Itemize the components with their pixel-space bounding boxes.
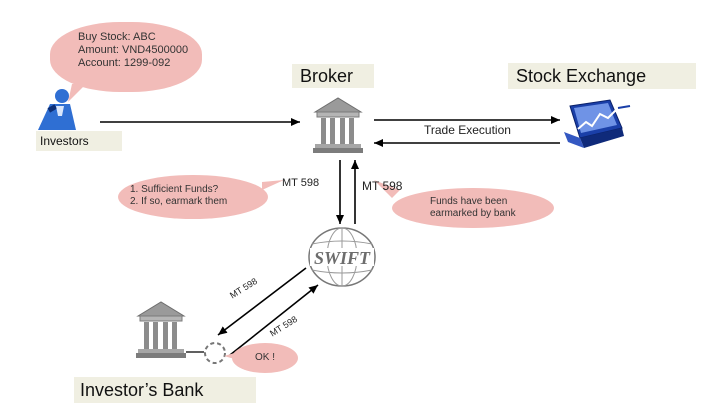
person-phone-icon (38, 89, 76, 130)
stock-exchange-label: Stock Exchange (508, 63, 696, 89)
funds-earmarked-bubble: Funds have been earmarked by bank (392, 188, 554, 228)
ok-bubble: OK ! (232, 343, 298, 373)
trade-execution-label: Trade Execution (424, 123, 511, 137)
order-stock-text: Buy Stock: ABC (78, 31, 156, 43)
dashed-circle-icon (204, 342, 226, 364)
investors-label: Investors (36, 131, 122, 151)
order-bubble: Buy Stock: ABC Amount: VND4500000 Accoun… (50, 22, 202, 92)
arrow-swift-to-bank (217, 267, 307, 336)
mt598-swift-to-broker-label: MT 598 (362, 179, 403, 193)
ok-text: OK ! (255, 352, 276, 363)
bank-building-icon (313, 97, 363, 153)
investor-bank-label: Investor’s Bank (74, 377, 256, 403)
swift-globe-icon: SWIFT (308, 227, 376, 287)
check-bubble-tail (262, 180, 284, 190)
arrow-bank-to-swift (229, 284, 319, 356)
broker-label: Broker (292, 64, 374, 88)
check-funds-line2: 2. If so, earmark them (130, 196, 228, 207)
order-account-text: Account: 1299-092 (78, 57, 171, 69)
bank-building-icon (136, 301, 186, 358)
stock-chart-monitor-icon (564, 99, 631, 148)
check-funds-line1: 1. Sufficient Funds? (130, 184, 219, 195)
funds-earmarked-line1: Funds have been (430, 196, 508, 207)
check-funds-bubble: 1. Sufficient Funds? 2. If so, earmark t… (118, 175, 268, 219)
order-bubble-tail (68, 84, 86, 102)
mt598-broker-to-swift-label: MT 598 (282, 177, 320, 189)
order-amount-text: Amount: VND4500000 (78, 44, 189, 56)
ok-bubble-tail (224, 352, 238, 360)
funds-bubble-tail (374, 180, 400, 198)
funds-earmarked-line2: earmarked by bank (430, 208, 516, 219)
swift-logo-text: SWIFT (314, 248, 371, 268)
